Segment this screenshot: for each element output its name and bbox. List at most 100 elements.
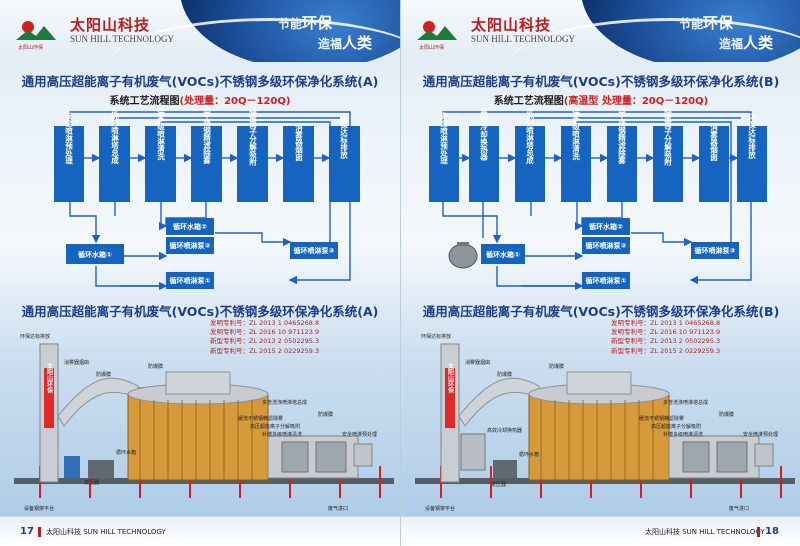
equip-label: 环保达标排放 [20,333,50,340]
process-step-label: 安全喷淋预处理 [439,110,448,165]
equip-label: 安全喷淋预处理 [743,431,778,438]
process-title: 通用高压超能离子有机废气(VOCs)不锈钢多级环保净化系统(A) [21,74,379,89]
logo-caption: 太阳山环保 [18,45,44,51]
equip-label: 循环水箱 [116,449,136,456]
slogan-line2: 造福人类 [718,34,773,52]
tank-label: 循环喷淋泵② [586,241,627,250]
process-flow-diagram: 安全喷淋预处理 高效冷却换热器 多管洗涤喷淋塔总成 补偿多级喷淋清洗 缓流不锈钢… [429,108,767,291]
process-step-label: 环保达标排放 [339,113,348,160]
brand-name-cn: 太阳山科技 [70,16,151,34]
equip-label: 防爆膜 [549,363,564,370]
process-step-label: 补偿多级喷淋清洗 [571,108,580,161]
equip-label: 环保达标排放 [421,333,451,340]
process-step-label: 高效冷却换热器 [479,108,488,161]
process-step-label: 多管洗涤喷淋塔总成 [525,108,534,165]
slogan-line2: 造福人类 [317,34,372,52]
equip-label: 安全喷淋预处理 [342,431,377,438]
equipment-title: 通用高压超能离子有机废气(VOCs)不锈钢多级环保净化系统(A) [21,304,379,319]
equip-label: 消雾器烟囱 [465,359,490,366]
tank-label: 循环喷淋泵③ [294,246,335,255]
equipment-illustration: 太阳山环保 环保达标排放 消雾器烟囱 防爆膜 防爆膜 多管洗涤喷淋塔总成 缓流不… [415,333,795,512]
process-title: 通用高压超能离子有机废气(VOCs)不锈钢多级环保净化系统(B) [422,74,780,89]
stack-brand-label: 太阳山环保 [447,362,455,394]
patent-item: 新型专利号：ZL 2015 2 0229259.3 [611,346,721,355]
page-number: 17 [20,526,34,537]
page-header: 太阳山环保 太阳山科技 SUN HILL TECHNOLOGY 节能环保 造福人… [401,0,800,62]
equip-label: 废气进口 [328,505,348,512]
footer-brand: 太阳山科技 SUN HILL TECHNOLOGY [46,528,166,536]
tank-label: 循环水箱② [589,222,623,231]
equip-label: 缓流不锈钢精滤除雾 [639,415,684,422]
slogan-line1: 节能环保 [678,14,733,32]
page-number: 18 [765,526,779,537]
equip-label: 多管洗涤喷淋塔总成 [663,399,708,406]
equip-label: 变压器 [84,479,99,486]
equip-label: 防爆膜 [148,363,163,370]
header-arc-graphic [511,18,800,62]
tank-label: 循环水箱② [173,222,207,231]
process-step-label: 高压超能离子分解吸附 [663,108,672,167]
equip-label: 高效冷却换热器 [487,427,522,434]
patent-item: 发明专利号：ZL 2013 1 0465268.8 [611,319,721,327]
patent-item: 新型专利号：ZL 2013 2 0502295.3 [611,337,721,346]
equip-label: 防爆膜 [719,411,734,418]
process-step-label: 环保达标排放 [747,113,756,160]
brand-name-cn: 太阳山科技 [471,16,552,34]
sun-hill-logo-icon [16,21,56,40]
process-step-label: 安全喷淋预处理 [64,110,73,165]
process-step-label: 高压超能离子分解吸附 [248,108,257,167]
brand-name-en: SUN HILL TECHNOLOGY [70,34,174,44]
equip-label: 高压超能离子分解吸附 [250,423,300,430]
equip-label: 废气进口 [729,505,749,512]
patent-list: 发明专利号：ZL 2013 1 0465268.8 发明专利号：ZL 2016 … [210,319,319,356]
equip-label: 消雾器烟囱 [64,359,89,366]
process-step-label: 多管洗涤喷淋塔总成 [110,108,119,165]
patent-item: 发明专利号：ZL 2016 10 971123.9 [210,328,320,337]
patent-item: 发明专利号：ZL 2013 1 0465268.8 [210,319,320,327]
patent-list: 发明专利号：ZL 2013 1 0465268.8 发明专利号：ZL 2016 … [611,319,720,356]
patent-item: 新型专利号：ZL 2013 2 0502295.3 [210,337,320,346]
equip-label: 循环水箱 [519,451,539,458]
footer-brand: 太阳山科技 SUN HILL TECHNOLOGY [645,528,765,536]
footer-divider [38,527,41,537]
equip-label: 缓流不锈钢精滤除雾 [238,415,283,422]
tank-label: 循环水箱① [78,250,112,259]
tank-label: 循环喷淋泵③ [695,246,736,255]
process-subtitle: 系统工艺流程图(处理量：20Q－120Q) [109,96,291,107]
brochure-page-17: 太阳山环保 太阳山科技 SUN HILL TECHNOLOGY 节能环保 造福人… [0,0,400,546]
process-step-label: 消雾器烟囱 [294,122,303,162]
tank-label: 循环喷淋泵② [170,241,211,250]
equip-label: 设备钢架平台 [24,505,54,512]
equip-label: 防爆膜 [96,371,111,378]
page-header: 太阳山环保 太阳山科技 SUN HILL TECHNOLOGY 节能环保 造福人… [0,0,400,62]
process-step-label: 补偿多级喷淋清洗 [156,108,165,161]
equipment-illustration: 太阳山环保 环保达标排放 消雾器烟囱 防爆膜 防爆膜 多管洗涤喷淋塔总成 缓流不… [14,333,394,512]
tank-label: 循环喷淋泵① [170,276,211,285]
equip-label: 多管洗涤喷淋塔总成 [262,399,307,406]
process-subtitle: 系统工艺流程图(高温型 处理量：20Q－120Q) [493,96,709,107]
equip-label: 防爆膜 [497,371,512,378]
process-step-label: 缓流不锈钢精滤除雾 [617,108,626,165]
footer-divider [757,527,760,537]
process-step-label: 缓流不锈钢精滤除雾 [202,108,211,165]
cooler-drum-icon [448,242,478,269]
tank-label: 循环喷淋泵① [586,276,627,285]
process-flow-diagram: 安全喷淋预处理 多管洗涤喷淋塔总成 补偿多级喷淋清洗 缓流不锈钢精滤除雾 高压超… [54,108,360,291]
sun-hill-logo-icon [417,21,457,40]
patent-item: 新型专利号：ZL 2015 2 0229259.3 [210,346,320,355]
logo-caption: 太阳山环保 [419,45,445,51]
tank-label: 循环水箱① [486,250,520,259]
equip-label: 补偿多级喷淋清洗 [663,431,703,438]
patent-item: 发明专利号：ZL 2016 10 971123.9 [611,328,721,337]
process-step-label: 消雾器烟囱 [709,122,718,162]
equip-label: 高压超能离子分解吸附 [651,423,701,430]
header-arc-graphic [110,18,400,62]
slogan-line1: 节能环保 [277,14,332,32]
brand-name-en: SUN HILL TECHNOLOGY [471,34,575,44]
page-footer: 太阳山科技 SUN HILL TECHNOLOGY 18 [401,516,800,546]
equip-label: 防爆膜 [318,411,333,418]
page-footer: 17 太阳山科技 SUN HILL TECHNOLOGY [0,516,400,546]
stack-brand-label: 太阳山环保 [46,362,54,394]
equip-label: 设备钢架平台 [425,505,455,512]
equipment-title: 通用高压超能离子有机废气(VOCs)不锈钢多级环保净化系统(B) [422,304,780,319]
